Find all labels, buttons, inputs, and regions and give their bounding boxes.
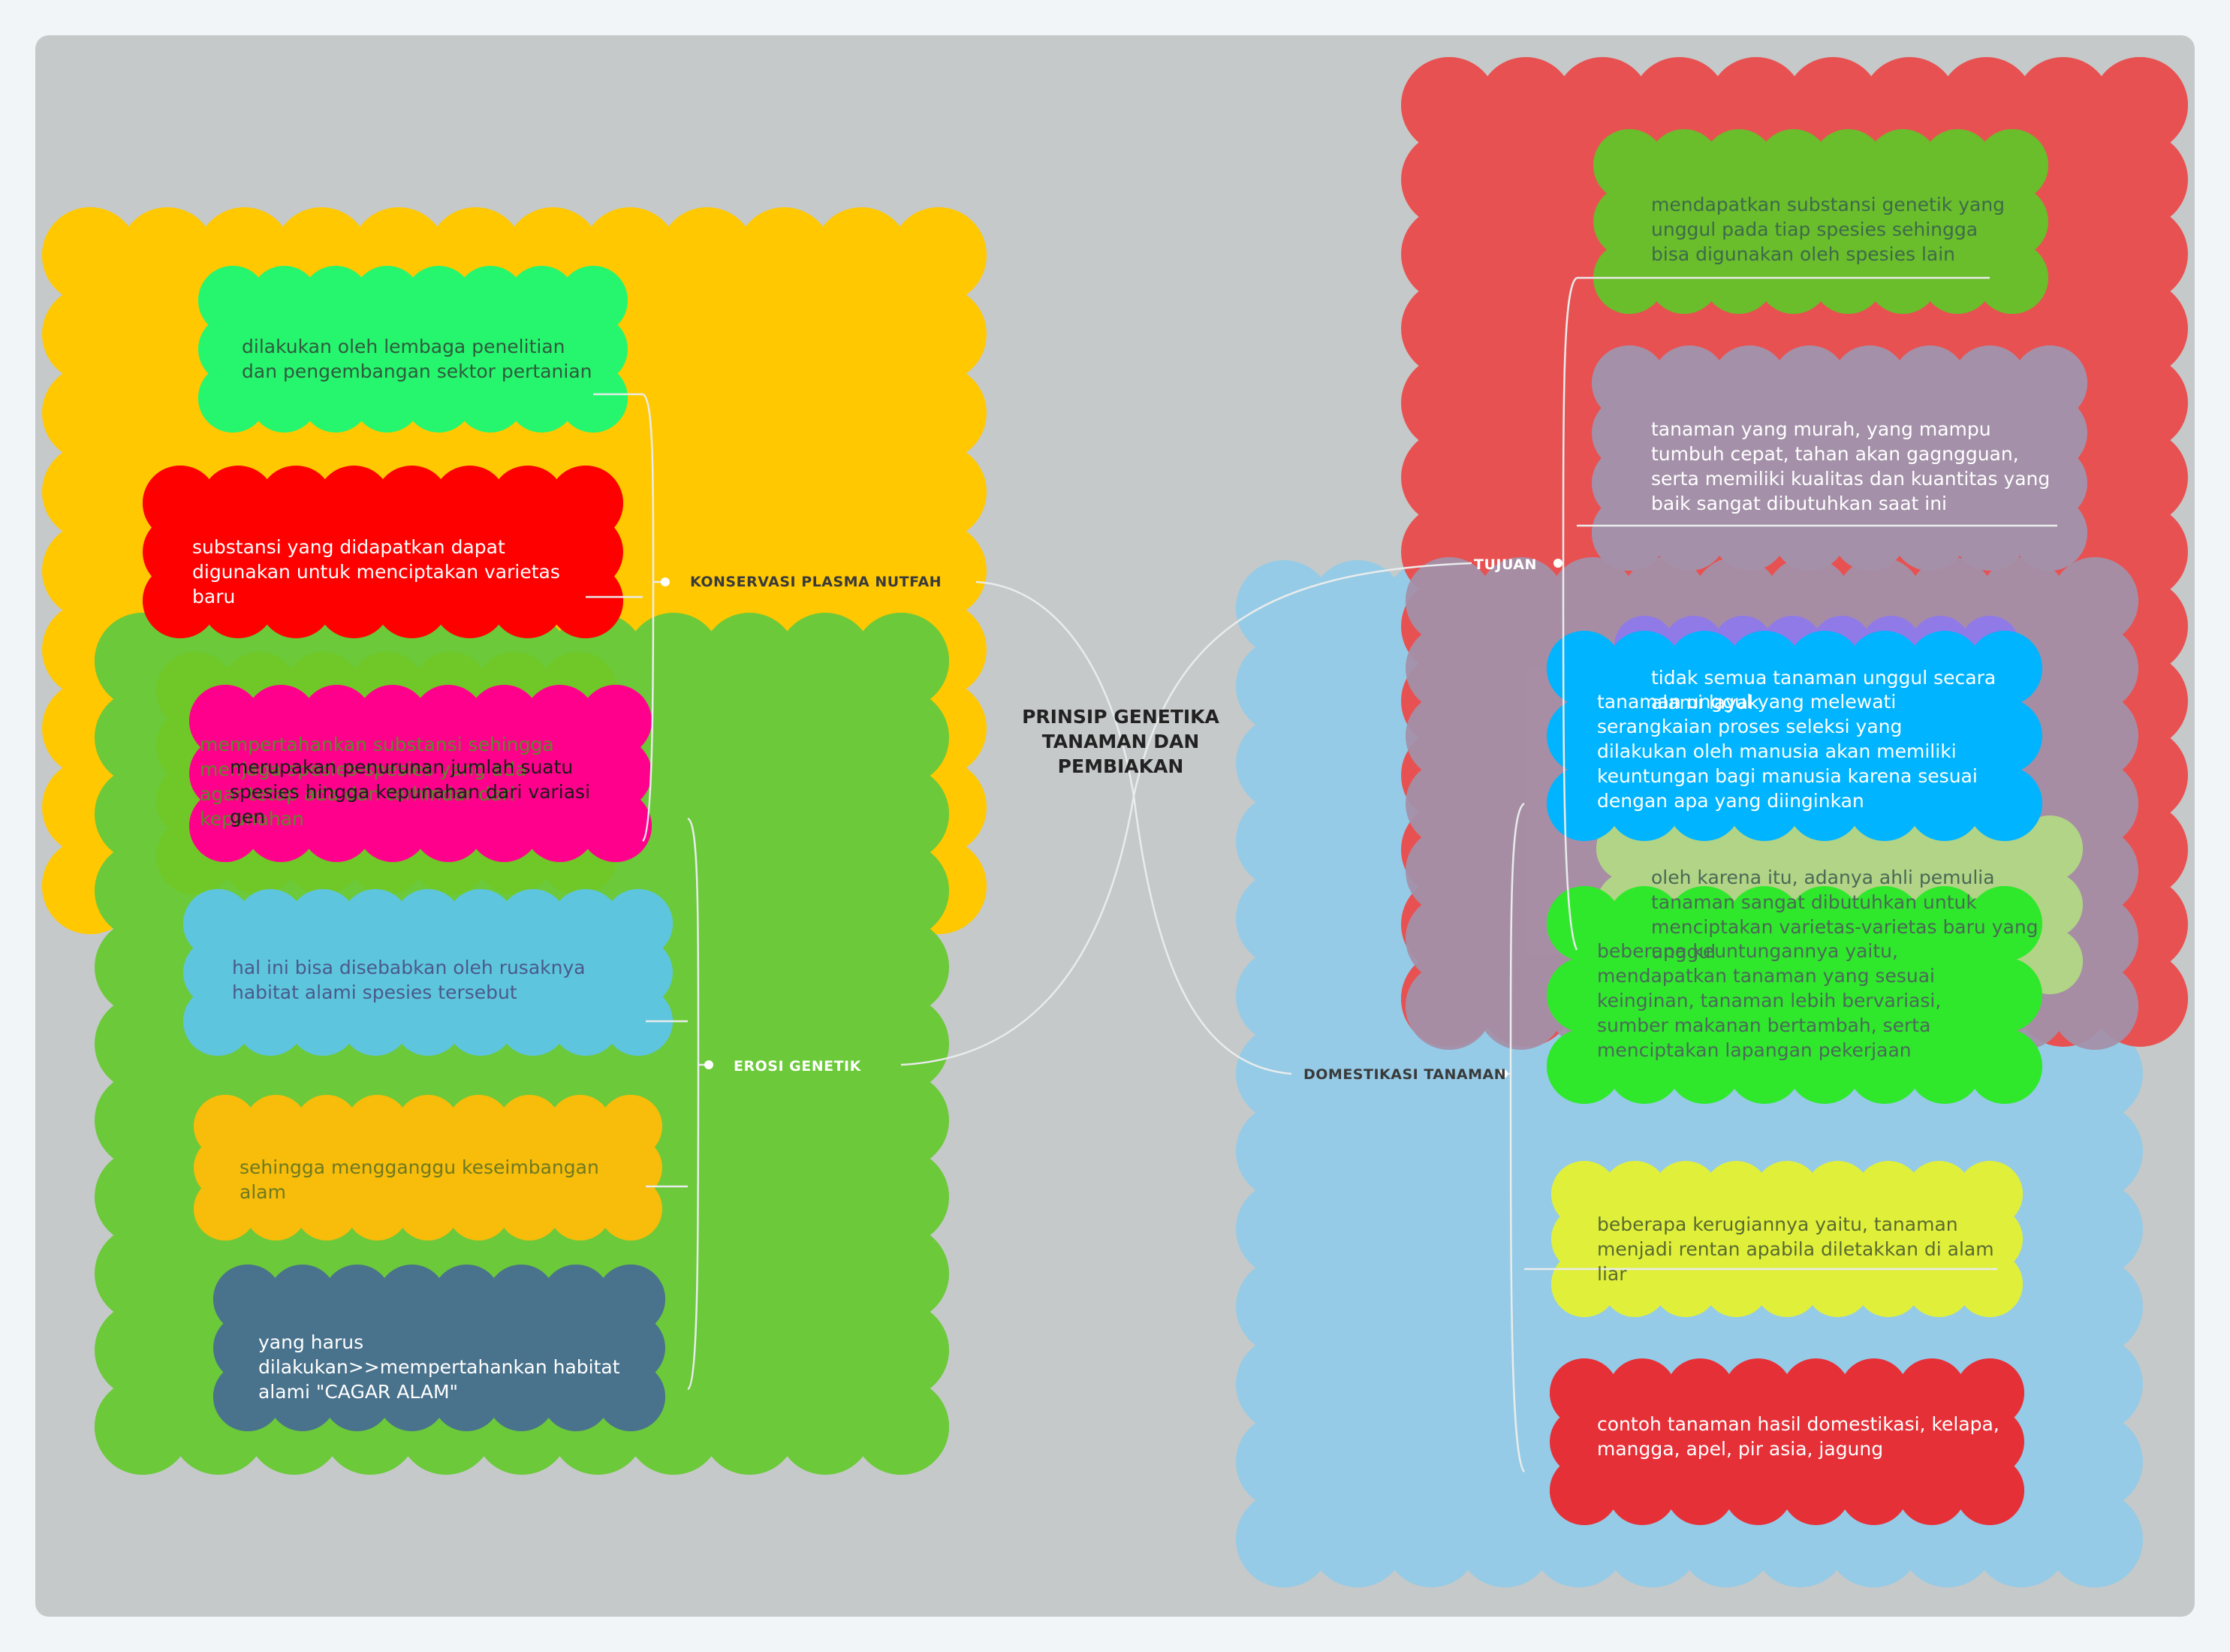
erosi-bg-cloud bbox=[95, 613, 949, 1475]
branch-label-konservasi[interactable]: KONSERVASI PLASMA NUTFAH bbox=[690, 574, 942, 590]
branch-label-tujuan[interactable]: TUJUAN bbox=[1474, 556, 1537, 573]
branch-label-domestikasi[interactable]: DOMESTIKASI TANAMAN bbox=[1303, 1066, 1507, 1083]
erosi-node-3[interactable]: sehingga mengganggu keseimbangan alam bbox=[240, 1156, 599, 1203]
tujuan-node-2-cloud bbox=[1592, 345, 2087, 571]
root-topic[interactable]: PRINSIP GENETIKA TANAMAN DAN PEMBIAKAN bbox=[1022, 706, 1219, 777]
konservasi-node-3[interactable]: mempertahankan substansi sehingga menjag… bbox=[200, 734, 554, 830]
domestikasi-node-3-cloud bbox=[1551, 1161, 2023, 1317]
bracket-konservasi bbox=[586, 393, 665, 843]
tujuan-node-4[interactable]: oleh karena itu, adanya ahli pemulia tan… bbox=[1651, 867, 2039, 963]
dot-tujuan bbox=[1553, 559, 1563, 568]
tujuan-node-3[interactable]: tidak semua tanaman unggul secara alami … bbox=[1651, 667, 1996, 713]
erosi-node-3-cloud bbox=[194, 1095, 662, 1241]
domestikasi-node-2-cloud bbox=[1547, 886, 2042, 1104]
tujuan-node-1[interactable]: mendapatkan substansi genetik yang unggu… bbox=[1651, 194, 2005, 265]
erosi-node-2-cloud bbox=[183, 889, 673, 1056]
dot-erosi bbox=[704, 1060, 713, 1069]
erosi-node-4-cloud bbox=[213, 1265, 665, 1431]
domestikasi-node-4-cloud bbox=[1550, 1358, 2024, 1525]
konservasi-node-2-cloud bbox=[143, 466, 623, 638]
connector-root-konservasi bbox=[975, 580, 1135, 797]
konservasi-node-2[interactable]: substansi yang didapatkan dapat digunaka… bbox=[192, 536, 560, 607]
domestikasi-node-1[interactable]: tanaman unggul yang melewati serangkaian… bbox=[1597, 691, 1978, 812]
dot-domestikasi bbox=[1499, 1069, 1508, 1078]
connector-root-erosi bbox=[900, 795, 1135, 1066]
domestikasi-node-2[interactable]: beberapa keuntungannya yaitu, mendapatka… bbox=[1597, 940, 1942, 1061]
erosi-node-4[interactable]: yang harus dilakukan>>mempertahankan hab… bbox=[258, 1331, 620, 1403]
domestikasi-node-3[interactable]: beberapa kerugiannya yaitu, tanaman menj… bbox=[1597, 1213, 1994, 1285]
konservasi-node-1[interactable]: dilakukan oleh lembaga penelitian dan pe… bbox=[242, 336, 592, 382]
dot-konservasi bbox=[661, 577, 670, 586]
connector-root-domestikasi bbox=[1132, 795, 1292, 1075]
branch-label-erosi[interactable]: EROSI GENETIK bbox=[734, 1058, 861, 1075]
domestikasi-node-4[interactable]: contoh tanaman hasil domestikasi, kelapa… bbox=[1597, 1413, 1999, 1460]
tujuan-node-2[interactable]: tanaman yang murah, yang mampu tumbuh ce… bbox=[1651, 418, 2051, 514]
erosi-node-2[interactable]: hal ini bisa disebabkan oleh rusaknya ha… bbox=[232, 957, 586, 1003]
domestikasi-node-1-cloud bbox=[1547, 631, 2042, 841]
erosi-node-1-cloud bbox=[189, 685, 652, 862]
konservasi-node-1-cloud bbox=[198, 266, 628, 433]
connector-root-tujuan bbox=[1132, 562, 1472, 797]
erosi-node-1[interactable]: merupakan penurunan jumlah suatu spesies… bbox=[230, 756, 591, 828]
bracket-erosi bbox=[646, 817, 709, 1391]
